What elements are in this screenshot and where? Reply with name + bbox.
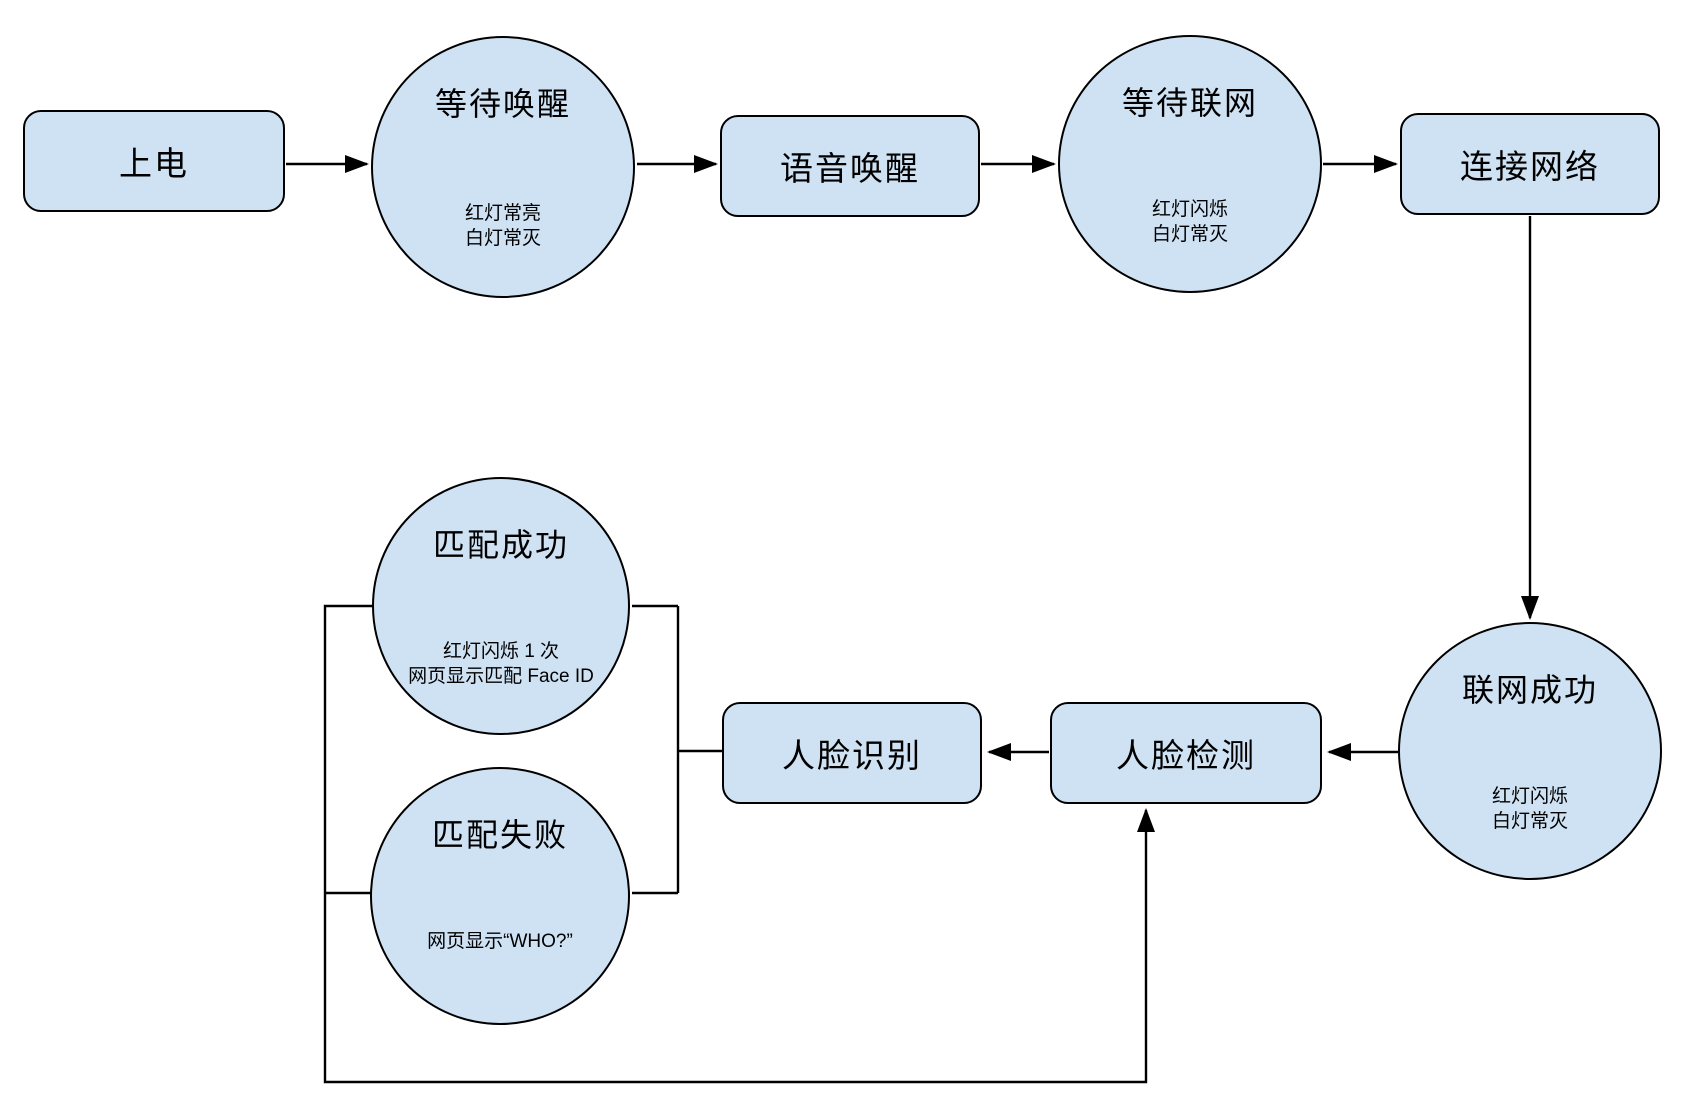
node-connect-network-label: 连接网络 — [1460, 148, 1600, 185]
node-match-fail: 匹配失败 网页显示“WHO?” — [370, 767, 630, 1025]
edge-loop-back-to-facedetect — [323, 604, 1155, 1084]
node-power-on-label: 上电 — [119, 145, 189, 182]
node-match-success: 匹配成功 红灯闪烁 1 次 网页显示匹配 Face ID — [372, 477, 630, 735]
node-match-success-label: 匹配成功 — [432, 526, 569, 563]
node-network-ok-label: 联网成功 — [1461, 671, 1598, 708]
node-face-detect: 人脸检测 — [1050, 702, 1322, 804]
node-wait-wake-label: 等待唤醒 — [434, 86, 571, 123]
node-voice-wake: 语音唤醒 — [720, 115, 980, 217]
node-face-recognize-label: 人脸识别 — [782, 737, 922, 774]
node-network-ok: 联网成功 红灯闪烁 白灯常灭 — [1398, 622, 1662, 880]
node-match-fail-label: 匹配失败 — [431, 816, 568, 853]
node-connect-network: 连接网络 — [1400, 113, 1660, 215]
node-wait-network: 等待联网 红灯闪烁 白灯常灭 — [1058, 35, 1322, 293]
node-face-detect-label: 人脸检测 — [1116, 737, 1256, 774]
node-wait-network-label: 等待联网 — [1121, 84, 1258, 121]
node-wait-wake-note: 红灯常亮 白灯常灭 — [464, 202, 541, 249]
node-wait-wake: 等待唤醒 红灯常亮 白灯常灭 — [371, 36, 635, 298]
node-face-recognize: 人脸识别 — [722, 702, 982, 804]
node-match-success-note: 红灯闪烁 1 次 网页显示匹配 Face ID — [408, 641, 594, 688]
node-match-fail-note: 网页显示“WHO?” — [427, 931, 573, 953]
node-network-ok-note: 红灯闪烁 白灯常灭 — [1491, 786, 1568, 833]
node-wait-network-note: 红灯闪烁 白灯常灭 — [1151, 199, 1228, 246]
node-power-on: 上电 — [23, 110, 285, 212]
node-voice-wake-label: 语音唤醒 — [780, 150, 920, 187]
